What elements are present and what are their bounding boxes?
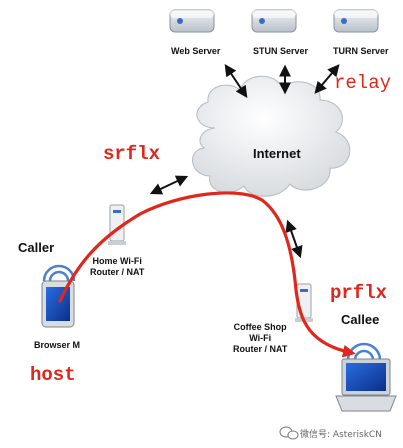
- internet-cloud-shape: [192, 75, 351, 197]
- coffee-router-label: Coffee Shop Wi-Fi Router / NAT: [233, 322, 287, 355]
- home-router-line2: Router / NAT: [90, 267, 145, 277]
- host-candidate-label: host: [30, 364, 76, 386]
- stun-server-icon: [251, 9, 297, 33]
- caller-device-label: Browser M: [34, 340, 81, 350]
- arrow-coffee-cloud: [285, 219, 303, 259]
- prflx-candidate-label: prflx: [330, 282, 388, 304]
- wechat-icon: [279, 426, 299, 440]
- arrow-web-cloud: [224, 64, 248, 98]
- coffee-router-line3: Router / NAT: [233, 344, 288, 354]
- turn-server-icon: [333, 9, 379, 33]
- arrow-home-cloud: [149, 175, 189, 195]
- arrow-turn-cloud: [314, 64, 340, 94]
- srflx-candidate-label: srflx: [103, 143, 161, 165]
- relay-candidate-label: relay: [334, 72, 392, 94]
- web-server-label: Web Server: [171, 46, 221, 56]
- coffee-router-line2: Wi-Fi: [249, 333, 272, 343]
- turn-server-label: TURN Server: [333, 46, 389, 56]
- coffee-router-line1: Coffee Shop: [233, 322, 287, 332]
- caller-title: Caller: [18, 240, 55, 255]
- watermark-text: 微信号: AsteriskCN: [300, 430, 382, 440]
- web-server-icon: [169, 9, 215, 33]
- laptop-icon: [335, 342, 397, 412]
- home-router-line1: Home Wi-Fi: [92, 256, 142, 266]
- media-path-line: [58, 191, 356, 358]
- stun-server-label: STUN Server: [253, 46, 309, 56]
- home-router-label: Home Wi-Fi Router / NAT: [90, 256, 144, 278]
- phone-icon: [41, 264, 76, 328]
- callee-title: Callee: [341, 312, 380, 327]
- internet-label: Internet: [253, 146, 301, 161]
